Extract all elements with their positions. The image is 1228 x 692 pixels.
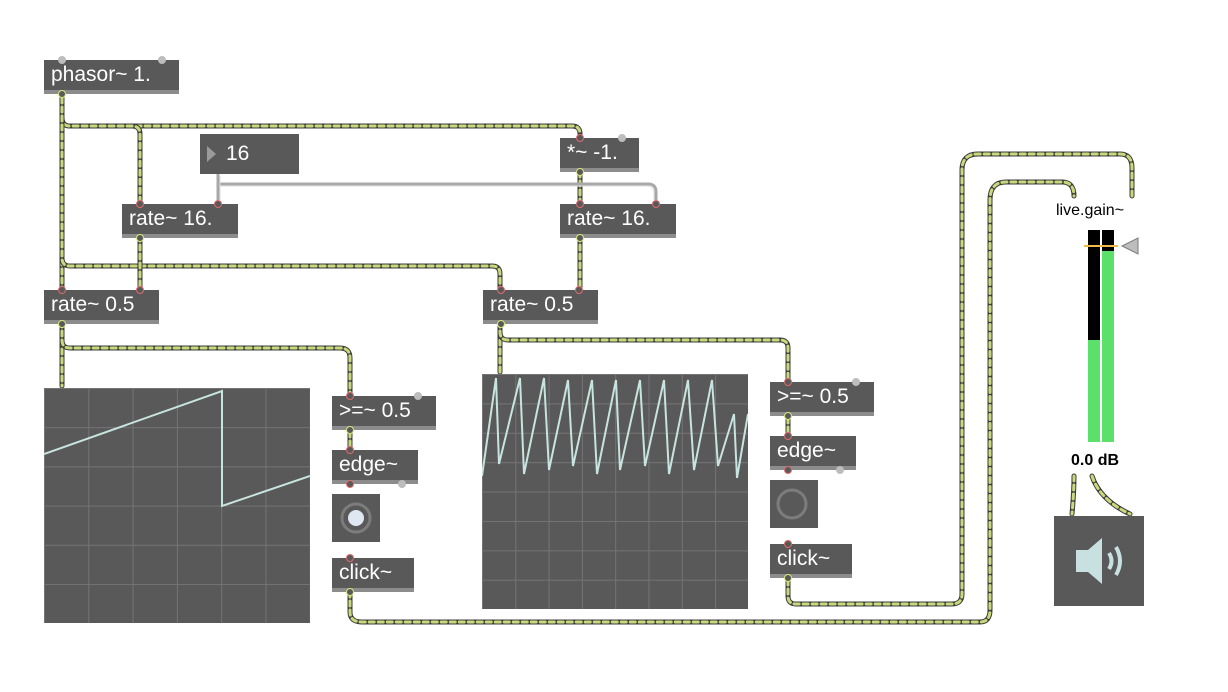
bang-icon	[340, 502, 372, 534]
inlet[interactable]	[136, 286, 144, 294]
number-box[interactable]: 16	[200, 134, 299, 174]
ezdac-button[interactable]	[1054, 516, 1144, 606]
inlet[interactable]	[136, 200, 144, 208]
compare-object-right[interactable]: >=~ 0.5	[770, 378, 874, 420]
outlet[interactable]	[398, 480, 406, 488]
inlet[interactable]	[652, 200, 660, 208]
number-box-value: 16	[226, 142, 250, 165]
rate-object-right-top[interactable]: rate~ 16.	[560, 200, 676, 242]
bang-icon	[776, 488, 808, 520]
edge-object-label: edge~	[777, 439, 836, 462]
edge-object-right[interactable]: edge~	[770, 432, 856, 474]
outlet[interactable]	[784, 412, 792, 420]
meter-fill	[1088, 340, 1100, 442]
phasor-object[interactable]: phasor~ 1.	[44, 56, 179, 98]
click-object-label: click~	[339, 561, 393, 584]
outlet[interactable]	[136, 234, 144, 242]
inlet[interactable]	[575, 286, 583, 294]
meter-fill	[1102, 251, 1114, 442]
inlet[interactable]	[346, 446, 354, 454]
speaker-icon	[1076, 538, 1122, 584]
inlet[interactable]	[576, 134, 584, 142]
number-triangle-icon	[207, 146, 216, 162]
outlet[interactable]	[497, 320, 505, 328]
compare-object-label: >=~ 0.5	[777, 385, 849, 408]
outlet[interactable]	[346, 588, 354, 596]
inlet[interactable]	[497, 286, 505, 294]
rate-object-left-top[interactable]: rate~ 16.	[122, 200, 238, 242]
scope-right[interactable]	[482, 374, 748, 609]
inlet[interactable]	[414, 392, 422, 400]
rate-object-label: rate~ 0.5	[51, 293, 135, 316]
scope-left[interactable]	[44, 388, 310, 623]
compare-object-left[interactable]: >=~ 0.5	[332, 392, 436, 434]
multiply-object-label: *~ -1.	[567, 141, 618, 164]
scope-trace	[44, 389, 310, 508]
inlet[interactable]	[346, 554, 354, 562]
inlet[interactable]	[58, 56, 66, 64]
multiply-object[interactable]: *~ -1.	[560, 134, 639, 176]
outlet[interactable]	[784, 466, 792, 474]
edge-object-left[interactable]: edge~	[332, 446, 418, 488]
bang-button-right[interactable]	[770, 480, 818, 528]
phasor-object-label: phasor~ 1.	[51, 63, 151, 86]
gain-meter-right[interactable]	[1102, 230, 1114, 442]
outlet[interactable]	[576, 168, 584, 176]
live-gain-value: 0.0 dB	[1071, 452, 1120, 469]
rate-object-label: rate~ 16.	[129, 207, 213, 230]
compare-object-label: >=~ 0.5	[339, 399, 411, 422]
scope-trace	[482, 377, 748, 479]
rate-object-left-mid[interactable]: rate~ 0.5	[44, 286, 159, 328]
inlet[interactable]	[58, 286, 66, 294]
rate-object-label: rate~ 16.	[567, 207, 651, 230]
rate-object-right-mid[interactable]: rate~ 0.5	[483, 286, 598, 328]
bang-button-left[interactable]	[332, 494, 380, 542]
inlet[interactable]	[784, 540, 792, 548]
edge-object-label: edge~	[339, 453, 398, 476]
inlet[interactable]	[346, 392, 354, 400]
inlet[interactable]	[784, 378, 792, 386]
click-object-left[interactable]: click~	[332, 554, 414, 596]
outlet[interactable]	[58, 90, 66, 98]
outlet[interactable]	[576, 234, 584, 242]
inlet[interactable]	[158, 56, 166, 64]
inlet[interactable]	[618, 134, 626, 142]
inlet[interactable]	[576, 200, 584, 208]
inlet[interactable]	[214, 200, 222, 208]
rate-object-label: rate~ 0.5	[490, 293, 574, 316]
outlet[interactable]	[346, 426, 354, 434]
outlet[interactable]	[346, 480, 354, 488]
inlet[interactable]	[852, 378, 860, 386]
outlet[interactable]	[58, 320, 66, 328]
gain-meter-left[interactable]	[1088, 230, 1100, 442]
outlet[interactable]	[836, 466, 844, 474]
gain-slider-handle-icon[interactable]	[1084, 236, 1144, 258]
outlet[interactable]	[784, 574, 792, 582]
click-object-right[interactable]: click~	[770, 540, 852, 582]
click-object-label: click~	[777, 547, 831, 570]
inlet[interactable]	[784, 432, 792, 440]
live-gain-label: live.gain~	[1056, 202, 1125, 219]
